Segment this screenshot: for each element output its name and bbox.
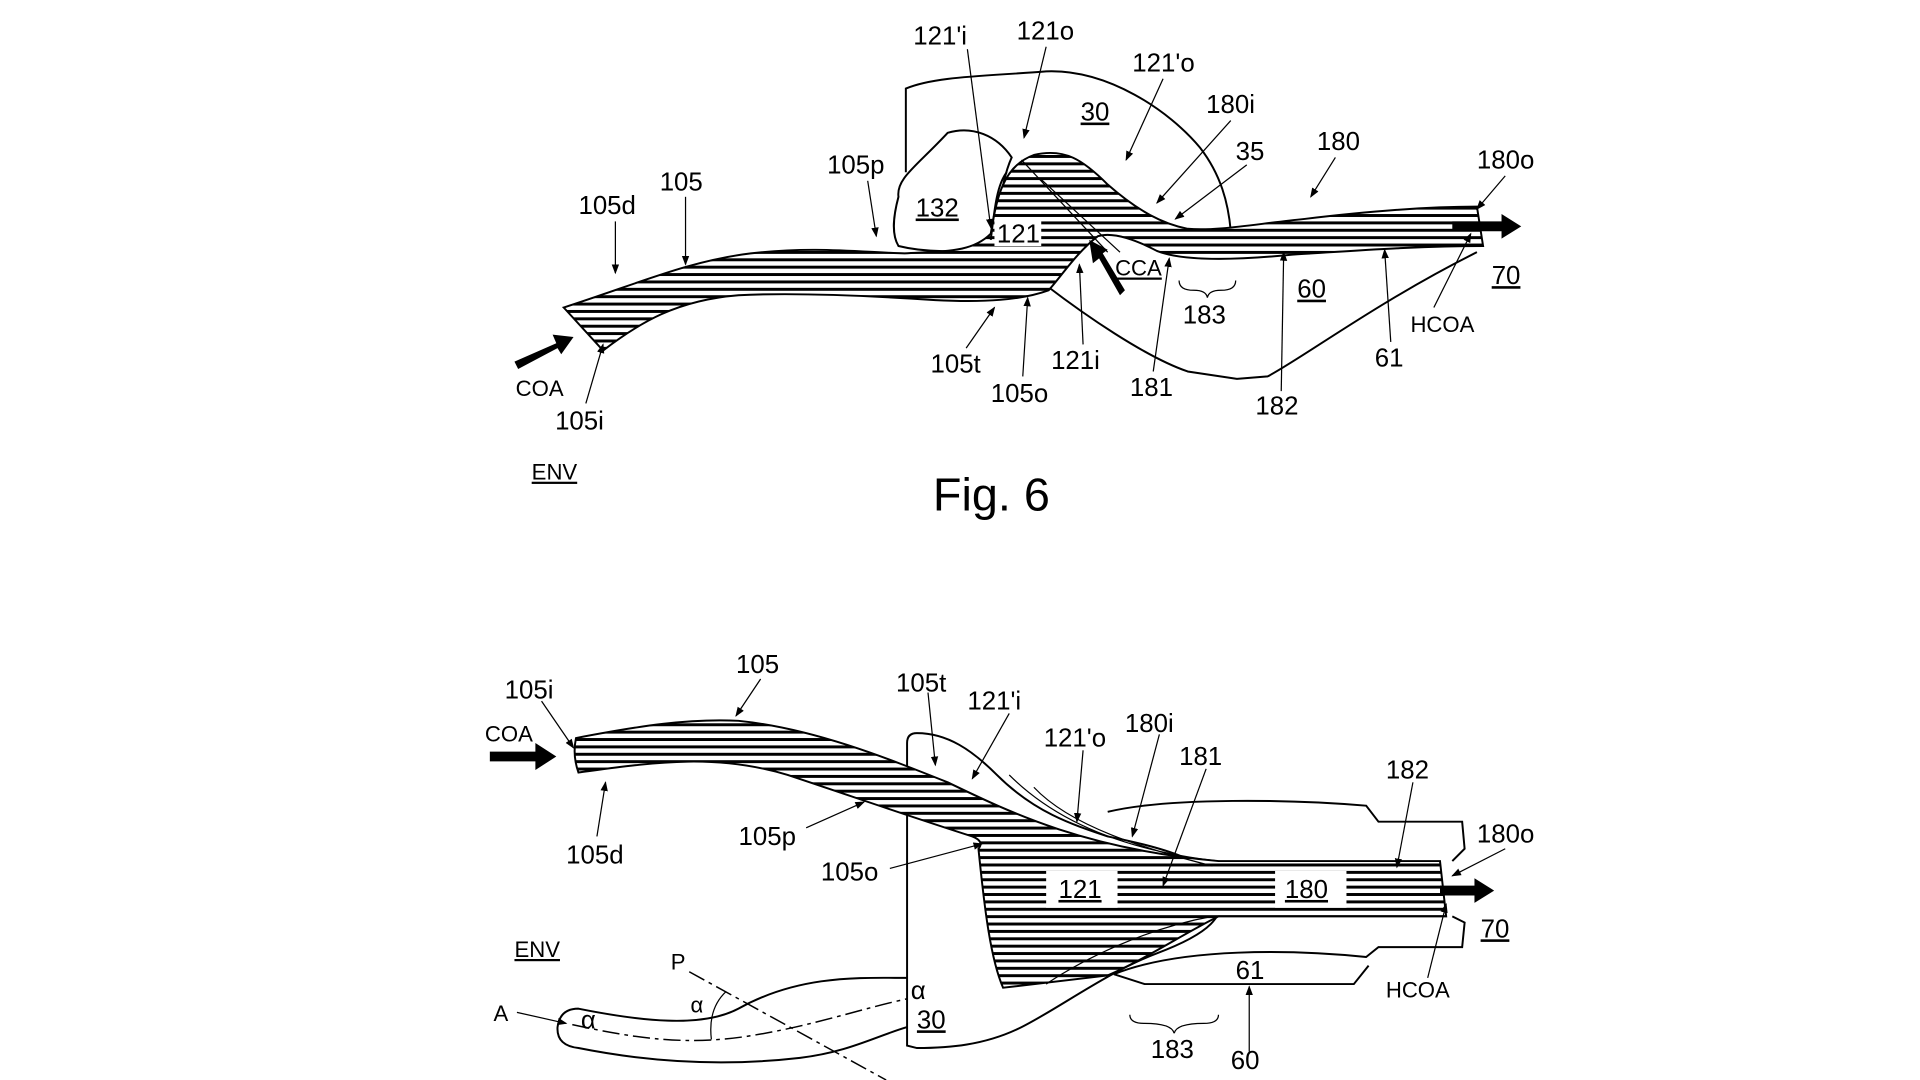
insert-121-gap: [989, 171, 1008, 240]
label-P: P: [671, 949, 686, 974]
label-121po: 121'o: [1044, 725, 1106, 753]
label-105o: 105o: [821, 859, 878, 887]
label-COA: COA: [516, 376, 564, 401]
label-70: 70: [1481, 915, 1510, 943]
label-HCOA: HCOA: [1410, 312, 1474, 337]
outer-casing-60: [1045, 251, 1478, 380]
arrow-COA: [514, 334, 574, 370]
housing-30-outline: [904, 70, 1232, 232]
arrow-COA: [489, 742, 557, 771]
label-180o: 180o: [1477, 147, 1534, 175]
label-183: 183: [1183, 302, 1226, 330]
label-121pi: 121'i: [913, 22, 967, 50]
label-bg-121: [994, 218, 1042, 247]
label-105: 105: [736, 651, 779, 679]
upper-connector: [1107, 799, 1466, 862]
label-alpha-plate: α: [911, 977, 926, 1005]
label-105p: 105p: [827, 151, 884, 179]
label-bg-121: [1046, 870, 1118, 908]
label-180: 180: [1317, 128, 1360, 156]
label-70: 70: [1492, 262, 1521, 290]
label-105t: 105t: [930, 351, 980, 379]
lower-connector-61: [1113, 915, 1466, 986]
strip-inner-lines: [1008, 774, 1219, 985]
label-121o: 121o: [1017, 17, 1074, 45]
figure-7: 105 105i COA 105t 121'i 121'o 180i 181 1…: [485, 651, 1534, 1080]
lever-arm: [556, 976, 908, 1064]
label-180i: 180i: [1125, 710, 1174, 738]
arrow-HCOA-out: [1452, 214, 1522, 239]
brace-183: [1178, 280, 1237, 298]
label-60: 60: [1231, 1047, 1260, 1075]
figure-6: 121'i 121o 121'o 30 180i 35 180 180o 105…: [514, 17, 1534, 520]
label-182: 182: [1255, 393, 1298, 421]
label-alpha-end: α: [581, 1006, 596, 1034]
label-35: 35: [1236, 138, 1265, 166]
label-180: 180: [1285, 876, 1328, 904]
label-COA: COA: [485, 722, 533, 747]
axis-A: [572, 998, 908, 1042]
label-121i: 121i: [1051, 347, 1100, 375]
inner-line: [1021, 159, 1121, 253]
label-ENV: ENV: [514, 937, 560, 962]
angle-arc: [710, 990, 727, 1040]
label-180i: 180i: [1206, 91, 1255, 119]
arrow-CCA: [1089, 239, 1125, 296]
label-182: 182: [1386, 757, 1429, 785]
label-181: 181: [1179, 743, 1222, 771]
label-180o: 180o: [1477, 821, 1534, 849]
label-A: A: [494, 1001, 509, 1026]
label-alpha: α: [690, 992, 703, 1017]
label-ENV: ENV: [532, 460, 578, 485]
label-105i: 105i: [555, 407, 604, 435]
strip-105-180: [561, 151, 1485, 352]
label-61: 61: [1375, 345, 1404, 373]
label-CCA: CCA: [1115, 256, 1162, 281]
label-183: 183: [1151, 1036, 1194, 1064]
label-HCOA: HCOA: [1386, 978, 1450, 1003]
brace-183: [1129, 1014, 1220, 1034]
label-105d: 105d: [566, 842, 623, 870]
plane-P: [688, 971, 887, 1080]
label-105: 105: [660, 169, 703, 197]
strip-105-121-180: [573, 719, 1448, 989]
figure-caption: Fig. 6: [933, 468, 1050, 520]
label-121po: 121'o: [1132, 49, 1194, 77]
label-121: 121: [997, 220, 1040, 248]
label-132: 132: [916, 194, 959, 222]
label-30: 30: [917, 1006, 946, 1034]
leader-lines: [585, 46, 1506, 404]
label-105i: 105i: [505, 677, 554, 705]
label-105t: 105t: [896, 669, 946, 697]
label-30: 30: [1081, 99, 1110, 127]
label-105o: 105o: [991, 380, 1048, 408]
label-105d: 105d: [578, 192, 635, 220]
leader-lines: [516, 678, 1506, 1052]
label-61: 61: [1236, 957, 1265, 985]
label-121pi: 121'i: [967, 688, 1021, 716]
label-105p: 105p: [738, 823, 795, 851]
label-121: 121: [1058, 876, 1101, 904]
label-181: 181: [1130, 374, 1173, 402]
label-60: 60: [1297, 276, 1326, 304]
label-bg-180: [1275, 870, 1347, 908]
arrow-HCOA-out: [1440, 878, 1495, 903]
